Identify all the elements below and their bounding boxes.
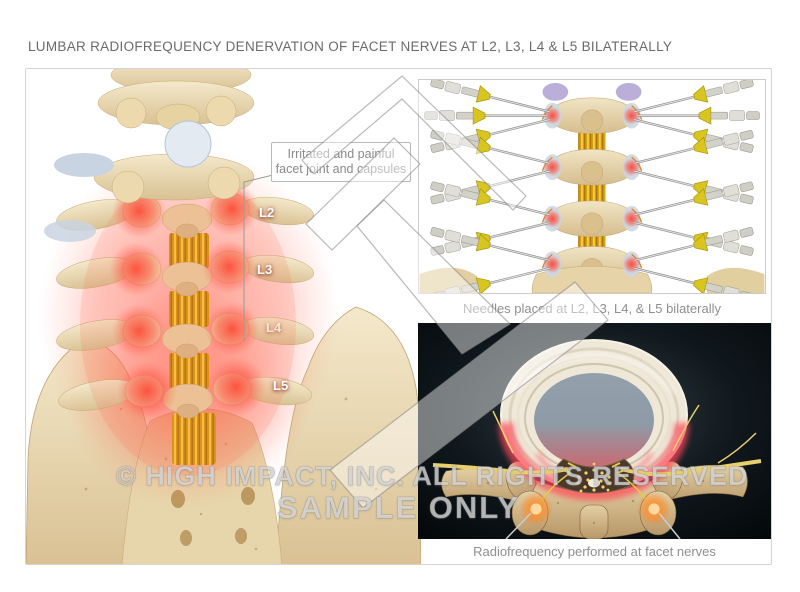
rf-electrode-right: [658, 512, 681, 539]
vertebra-label-l2: L2: [259, 205, 275, 220]
needles-caption: Needles placed at L2, L3, L4, & L5 bilat…: [462, 301, 721, 316]
upper-vertebrae: [44, 69, 255, 242]
needles-illustration: [419, 80, 765, 293]
callout-leader-line: [243, 174, 274, 341]
figure-frame: L2 L3 L4 L5 Irritated and painful facet …: [25, 68, 772, 565]
needles-panel: [418, 79, 766, 294]
vertebra-label-l4: L4: [266, 320, 282, 335]
facet-callout: Irritated and painful facet joint and ca…: [271, 142, 411, 182]
page-title: LUMBAR RADIOFREQUENCY DENERVATION OF FAC…: [28, 39, 673, 54]
rf-electrode-left: [505, 512, 532, 539]
rf-illustration: [418, 323, 771, 539]
cauda-equina-nerves: [169, 233, 216, 465]
rf-panel: [418, 323, 771, 539]
spine-column: [419, 82, 765, 293]
rf-caption: Radiofrequency performed at facet nerves: [473, 544, 716, 559]
vertebra-label-l3: L3: [257, 262, 273, 277]
vertebra-label-l5: L5: [273, 378, 289, 393]
